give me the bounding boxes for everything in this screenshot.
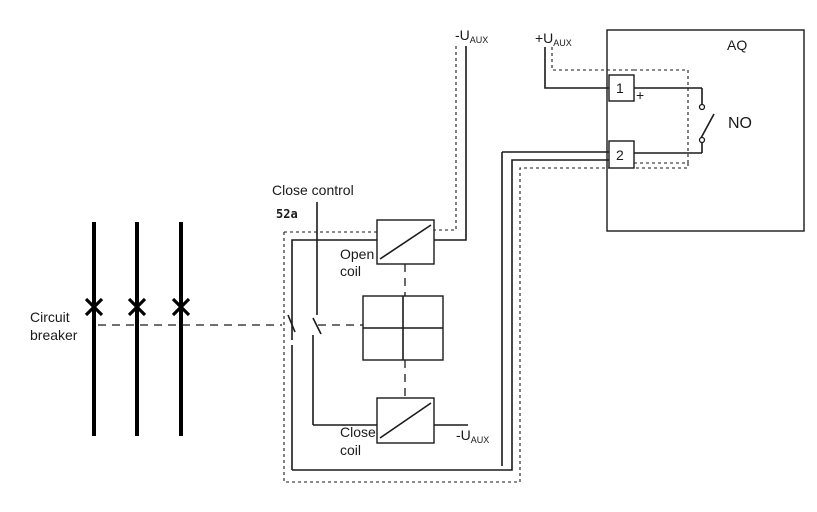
terminal-2 bbox=[608, 140, 635, 169]
breaker-label: breaker bbox=[30, 327, 78, 343]
open-coil-label-line2: coil bbox=[340, 263, 361, 279]
open-coil-diagonal bbox=[379, 224, 432, 260]
u-aux-minus-close-label: -UAUX bbox=[456, 427, 489, 445]
return-wire-to-terminal-2 bbox=[292, 159, 609, 471]
open-coil-minus-dotted bbox=[434, 46, 457, 231]
close-coil-label-line2: coil bbox=[340, 442, 361, 458]
no-contact-symbol bbox=[634, 87, 715, 154]
no-label: NO bbox=[728, 115, 752, 132]
terminal-1-label: 1 bbox=[616, 80, 624, 96]
close-control-label: Close control bbox=[272, 182, 354, 198]
terminal-2-label: 2 bbox=[616, 147, 624, 163]
plus-u-aux-wire bbox=[544, 47, 609, 89]
terminal-1 bbox=[608, 74, 635, 102]
open-coil-minus-wire bbox=[434, 46, 467, 241]
breaker-contacts bbox=[84, 297, 191, 317]
plus-u-aux-dotted bbox=[551, 47, 634, 71]
close-coil-diagonal bbox=[379, 402, 432, 439]
contact-52a-symbol bbox=[312, 317, 322, 335]
circuit-label: Circuit bbox=[30, 309, 70, 325]
dotted-terminal-2-link bbox=[634, 163, 689, 169]
terminal-plus-label: + bbox=[636, 87, 644, 103]
contact-52a-label: 52a bbox=[276, 207, 298, 221]
close-coil-label-line1: Close bbox=[340, 424, 376, 440]
u-aux-plus-label: +UAUX bbox=[535, 30, 572, 48]
dotted-outer-loop bbox=[283, 167, 609, 483]
aq-label: AQ bbox=[727, 37, 747, 53]
open-coil-label-line1: Open bbox=[340, 246, 374, 262]
u-aux-minus-top-label: -UAUX bbox=[455, 27, 488, 45]
open-coil-input-wire bbox=[291, 239, 377, 340]
contact-52a-blade bbox=[287, 314, 296, 333]
aq-dotted-loop bbox=[634, 69, 689, 164]
